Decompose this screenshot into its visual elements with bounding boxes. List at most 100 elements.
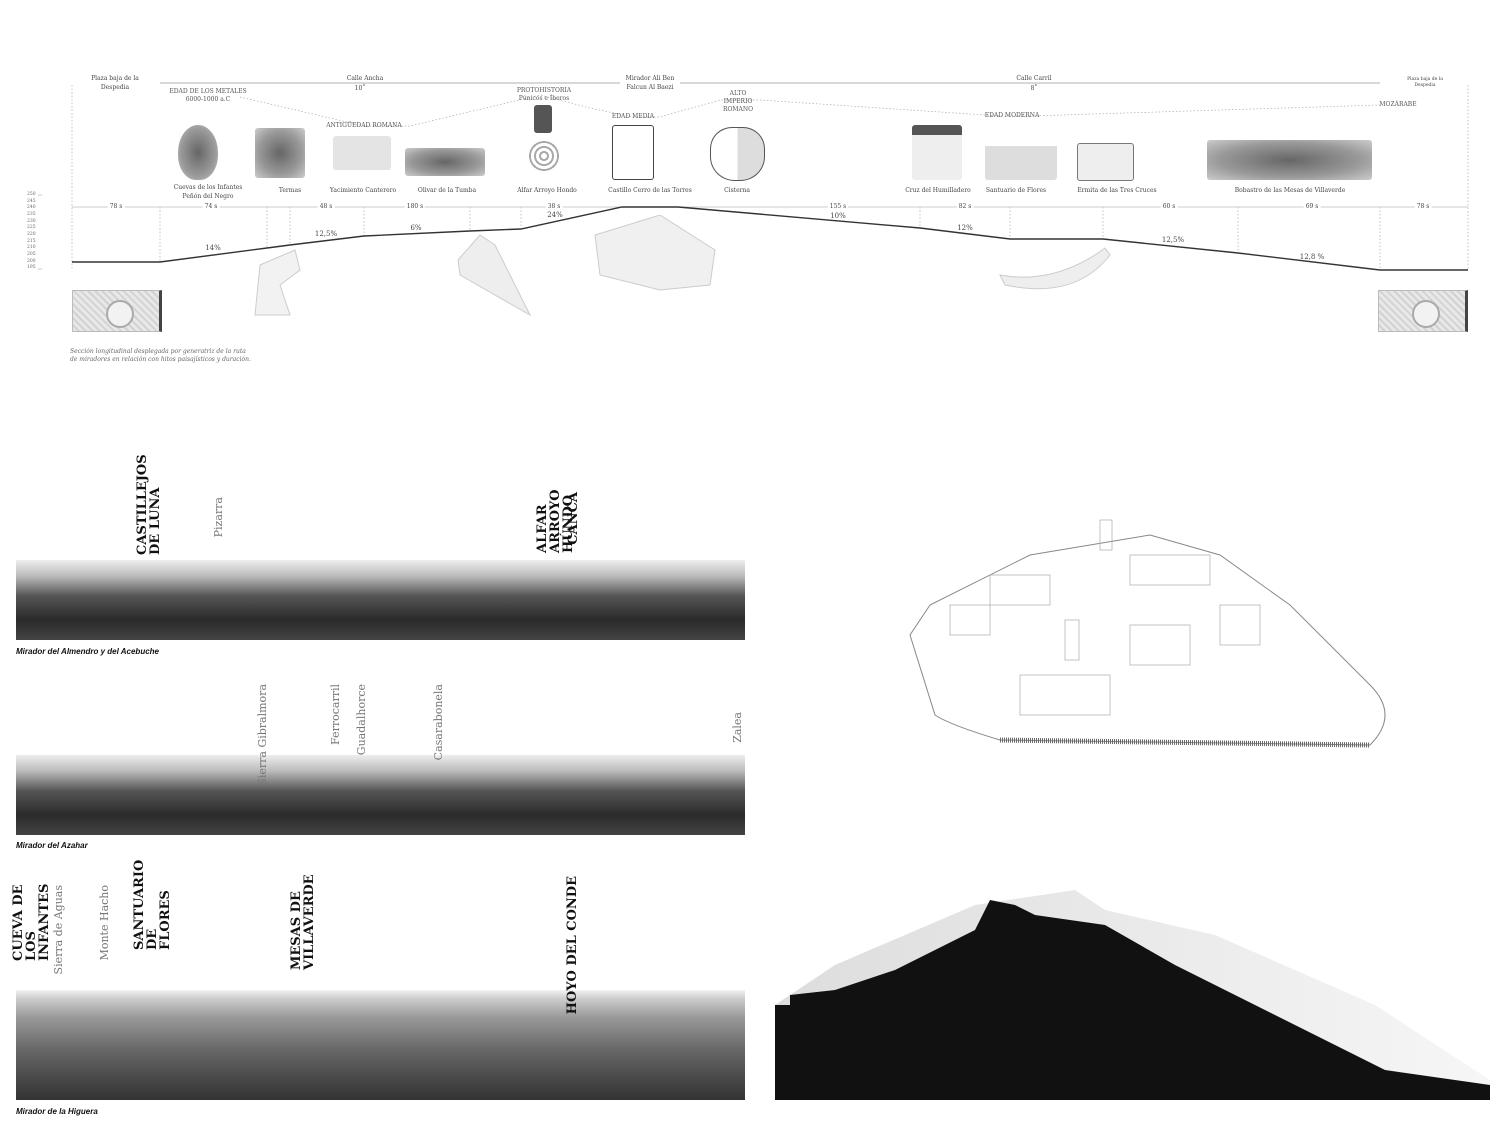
site-image-alfar-artifact: [534, 105, 552, 133]
duration: 60 s: [1160, 203, 1178, 210]
landmark-label: HOYO DEL CONDE: [565, 876, 580, 1015]
grade: 12,5%: [1161, 236, 1185, 244]
bench-tile-right: [1378, 290, 1468, 332]
route-diagram: [38, 82, 1469, 271]
period: EDAD MEDIA: [611, 113, 655, 120]
street-slope: 8˚: [1030, 85, 1038, 92]
period: MOZÁRABE: [1379, 101, 1417, 108]
site-image-cuevas: [178, 125, 218, 180]
elevation-tick: 245: [27, 199, 36, 204]
duration: 78 s: [107, 203, 125, 210]
duration: 78 s: [1414, 203, 1432, 210]
landmark-label: CANCA: [566, 492, 581, 545]
site-label: Castillo Cerro de las Torres: [608, 187, 692, 194]
mirador-model-curved: [999, 247, 1111, 290]
site-image-cisterna: [710, 127, 765, 181]
town-silhouette-section: [775, 890, 1490, 1100]
elevation-tick: 225: [27, 225, 36, 230]
panorama-photo-azahar: [16, 755, 745, 835]
landmark-label: Sierra Gibralmora: [256, 684, 269, 786]
site-label: Cuevas de los Infantes: [173, 184, 243, 191]
elevation-tick: 240: [27, 205, 36, 210]
panorama-title: Mirador de la Higuera: [16, 1107, 98, 1116]
landmark-label: Guadalhorce: [355, 684, 368, 756]
section-caption: Sección longitudinal desplegada por gene…: [70, 348, 251, 364]
duration: 155 s: [827, 203, 849, 210]
panorama-photo-almendro: [16, 560, 745, 640]
site-label: Peñón del Negro: [182, 193, 234, 200]
elevation-tick: 235: [27, 212, 36, 217]
site-label: Yacimiento Canterero: [329, 187, 397, 194]
elevation-tick: 210: [27, 245, 36, 250]
landmark-label: Ferrocarril: [329, 684, 342, 745]
town-axonometric-sketch: [909, 519, 1386, 748]
elevation-tick: 220: [27, 232, 36, 237]
street-name: Calle Carril: [1016, 75, 1052, 82]
site-image-castillo-plan: [612, 125, 654, 180]
landmark-label: Casarabonela: [432, 684, 445, 761]
period: PROTOHISTORIA: [516, 87, 572, 94]
site-label: Termas: [278, 187, 302, 194]
grade: 6%: [410, 224, 422, 232]
site-label: Cisterna: [724, 187, 750, 194]
period-sub: Púnicos e Íberos: [518, 95, 570, 102]
elevation-tick: 205: [27, 252, 36, 257]
grade: 24%: [547, 211, 563, 219]
panorama-title: Mirador del Almendro y del Acebuche: [16, 647, 159, 656]
panorama-photo-higuera: [16, 990, 745, 1100]
landmark-label: Zalea: [731, 712, 744, 743]
site-image-santuario: [985, 128, 1057, 180]
route-end: Plaza baja de la Despedia: [1407, 77, 1443, 88]
landmark-label: Sierra de Aguas: [52, 885, 65, 975]
site-image-yacimiento: [333, 136, 391, 170]
landmark-label: CUEVA DE LOS INFANTES: [11, 883, 52, 961]
site-label: Ermita de las Tres Cruces: [1077, 187, 1157, 194]
site-image-olivar: [405, 148, 485, 176]
period-date: 6000-1000 a.C: [185, 96, 231, 103]
duration: 48 s: [317, 203, 335, 210]
elevation-tick: 215: [27, 239, 36, 244]
site-label: Cruz del Humilladero: [905, 187, 971, 194]
street-slope: 10˚: [354, 85, 366, 92]
grade: 12,8 %: [1299, 253, 1325, 261]
period: EDAD DE LOS METALES: [169, 88, 247, 95]
site-image-alfar-plate: [528, 140, 560, 172]
landmark-label: MESAS DE VILLAVERDE: [289, 874, 317, 970]
landmark-label: CASTILLEJOS DE LUNA: [135, 454, 163, 555]
period: ALTO IMPERIO ROMANO: [722, 90, 754, 113]
grade: 12%: [957, 224, 973, 232]
duration: 82 s: [956, 203, 974, 210]
site-label: Bobastro de las Mesas de Villaverde: [1234, 187, 1346, 194]
site-label: Olivar de la Tumba: [417, 187, 477, 194]
elevation-tick: 195: [27, 265, 36, 270]
elevation-tick: 230: [27, 219, 36, 224]
landmark-label: SANTUARIO DE FLORES: [132, 859, 173, 950]
mirador-models: [254, 215, 716, 317]
landmark-label: Monte Hacho: [98, 885, 111, 961]
period: ANTIGÜEDAD ROMANA: [326, 122, 402, 129]
elevation-tick: 250: [27, 192, 36, 197]
street-name: Calle Ancha: [346, 75, 384, 82]
landmark-label: Pizarra: [212, 497, 225, 538]
elevation-tick: 200: [27, 259, 36, 264]
site-image-ermita: [1077, 143, 1134, 181]
site-label: Santuario de Flores: [985, 187, 1047, 194]
caption-line: de miradores en relación con hitos paisa…: [70, 356, 251, 363]
grade: 10%: [830, 212, 846, 220]
route-mid: Mirador Ali Ben Falcun Al Baezi: [625, 75, 675, 91]
landmark-label: ALFAR ARROYO HÚNDO: [535, 489, 576, 553]
route-start: Plaza baja de la Despedia: [91, 75, 139, 91]
site-image-cruz: [912, 125, 962, 180]
period: EDAD MODERNA: [984, 112, 1040, 119]
grade: 14%: [205, 244, 221, 252]
bench-tile-left: [72, 290, 162, 332]
duration: 69 s: [1303, 203, 1321, 210]
duration: 38 s: [545, 203, 563, 210]
site-image-bobastro: [1207, 140, 1372, 180]
panorama-title: Mirador del Azahar: [16, 841, 88, 850]
site-label: Alfar Arroyo Hondo: [517, 187, 577, 194]
grade: 12,5%: [314, 230, 338, 238]
site-image-termas: [255, 128, 305, 178]
duration: 180 s: [404, 203, 426, 210]
duration: 74 s: [202, 203, 220, 210]
